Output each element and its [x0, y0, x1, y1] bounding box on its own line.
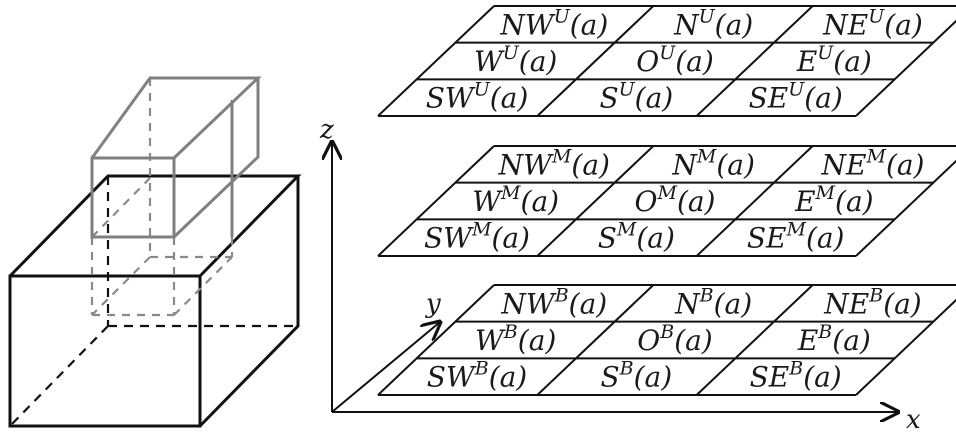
layer-b: NWB(a) NB(a) NEB(a) WB(a) OB(a) EB(a) SWB(a) SB…	[377, 284, 956, 396]
grid-column-line	[695, 284, 814, 396]
grid-border-line	[377, 145, 495, 257]
cell-nw-u: NWU(a)	[499, 5, 608, 41]
cell-s-b: SB(a)	[600, 358, 672, 394]
grid-column-line	[695, 5, 814, 117]
cell-o-m: OM(a)	[635, 182, 716, 218]
y-axis	[331, 322, 440, 413]
large-box	[8, 174, 302, 428]
cell-s-m: SM(a)	[598, 219, 675, 255]
grid-border-line	[377, 284, 495, 396]
cell-e-b: EB(a)	[797, 321, 871, 357]
cell-n-m: NM(a)	[671, 145, 755, 181]
cell-se-u: SEU(a)	[749, 79, 843, 115]
cell-ne-b: NEB(a)	[823, 284, 921, 320]
cell-o-b: OB(a)	[637, 321, 712, 357]
small-box	[90, 76, 262, 317]
cell-ne-m: NEM(a)	[821, 145, 925, 181]
cell-sw-u: SWU(a)	[426, 79, 529, 115]
x-axis-label: x	[906, 405, 921, 434]
grid-border-line	[855, 19, 956, 117]
cell-s-u: SU(a)	[599, 79, 673, 115]
layer-m: NWM(a) NM(a) NEM(a) WM(a) OM(a) EM(a) SWM(a) SM…	[377, 145, 956, 257]
z-axis-label: z	[319, 115, 334, 145]
cell-w-m: WM(a)	[472, 182, 559, 218]
grid-column-line	[536, 5, 655, 117]
cell-se-m: SEM(a)	[747, 219, 845, 255]
boxes-3d-illustration	[8, 76, 302, 428]
cell-sw-m: SWM(a)	[424, 219, 530, 255]
grid-column-line	[536, 145, 655, 257]
cell-w-b: WB(a)	[475, 321, 556, 357]
grid-border-line	[855, 159, 956, 257]
grid-column-line	[536, 284, 655, 396]
axes: z x y	[319, 115, 921, 434]
cell-nw-b: NWB(a)	[500, 284, 607, 320]
cell-n-b: NB(a)	[674, 284, 752, 320]
cell-se-b: SEB(a)	[750, 358, 842, 394]
cell-nw-m: NWM(a)	[498, 145, 610, 181]
cell-e-m: EM(a)	[794, 182, 873, 218]
cell-sw-b: SWB(a)	[427, 358, 527, 394]
cell-n-u: NU(a)	[673, 5, 753, 41]
cell-e-u: EU(a)	[796, 42, 872, 78]
grid-border-line	[855, 298, 956, 396]
layers: NWU(a) NU(a) NEU(a) WU(a) OU(a) EU(a) SWU(a) SU…	[377, 5, 956, 396]
grid-column-line	[695, 145, 814, 257]
cell-o-u: OU(a)	[636, 42, 714, 78]
grid-border-line	[377, 5, 495, 117]
y-axis-label: y	[425, 289, 441, 319]
layer-u: NWU(a) NU(a) NEU(a) WU(a) OU(a) EU(a) SWU(a) SU…	[377, 5, 956, 117]
cell-w-u: WU(a)	[474, 42, 557, 78]
cell-ne-u: NEU(a)	[822, 5, 923, 41]
